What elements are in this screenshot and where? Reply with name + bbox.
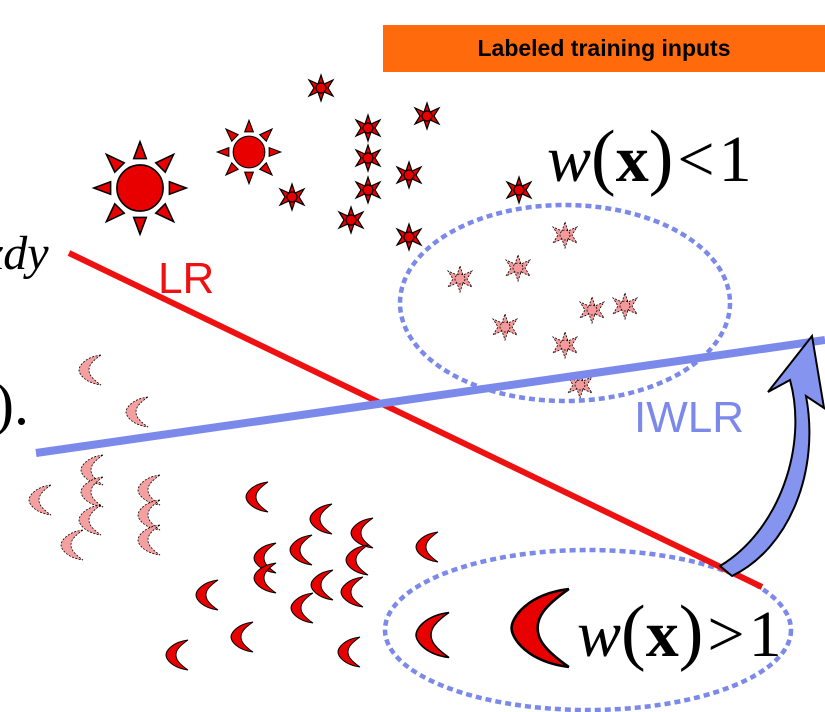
eq-top-x: x: [615, 123, 649, 196]
fragment-xdy-text: xdy: [0, 227, 49, 280]
eq-bottom-one: 1: [748, 598, 782, 671]
fragment-xdy: xdy: [0, 226, 49, 281]
equation-bottom: w(x)>1: [577, 590, 782, 675]
eq-bottom-open-paren: (: [621, 591, 646, 673]
crescent-moon-icon: [28, 354, 161, 561]
sun-icon: [93, 141, 187, 235]
sun-icon: [216, 119, 282, 185]
equation-top: w(x)<1: [547, 115, 752, 200]
eq-top-one: 1: [718, 123, 752, 196]
labeled-training-inputs-box: Labeled training inputs: [383, 25, 825, 72]
eq-bottom-close-paren: ): [678, 591, 704, 673]
iwlr-line: [35, 336, 825, 457]
low-weight-ellipse: [397, 202, 733, 404]
eq-top-w: w: [547, 123, 592, 196]
eq-top-close-paren: ): [648, 116, 674, 198]
lr-label: LR: [158, 254, 215, 303]
eq-bottom-w: w: [577, 598, 622, 671]
crescent-moon-icon: [165, 481, 571, 671]
eq-bottom-x: x: [645, 598, 679, 671]
curved-arrow-icon: [718, 333, 825, 578]
eq-bottom-op: >: [707, 598, 745, 671]
box-label: Labeled training inputs: [477, 35, 731, 61]
fragment-paren-text: ).: [0, 371, 29, 437]
star-icon: [279, 74, 532, 251]
lr-line: [67, 250, 764, 590]
iwlr-label: IWLR: [634, 393, 744, 442]
eq-top-open-paren: (: [591, 116, 616, 198]
eq-top-op: <: [677, 123, 715, 196]
fragment-paren: ).: [0, 370, 29, 439]
high-weight-ellipse: [382, 547, 794, 712]
